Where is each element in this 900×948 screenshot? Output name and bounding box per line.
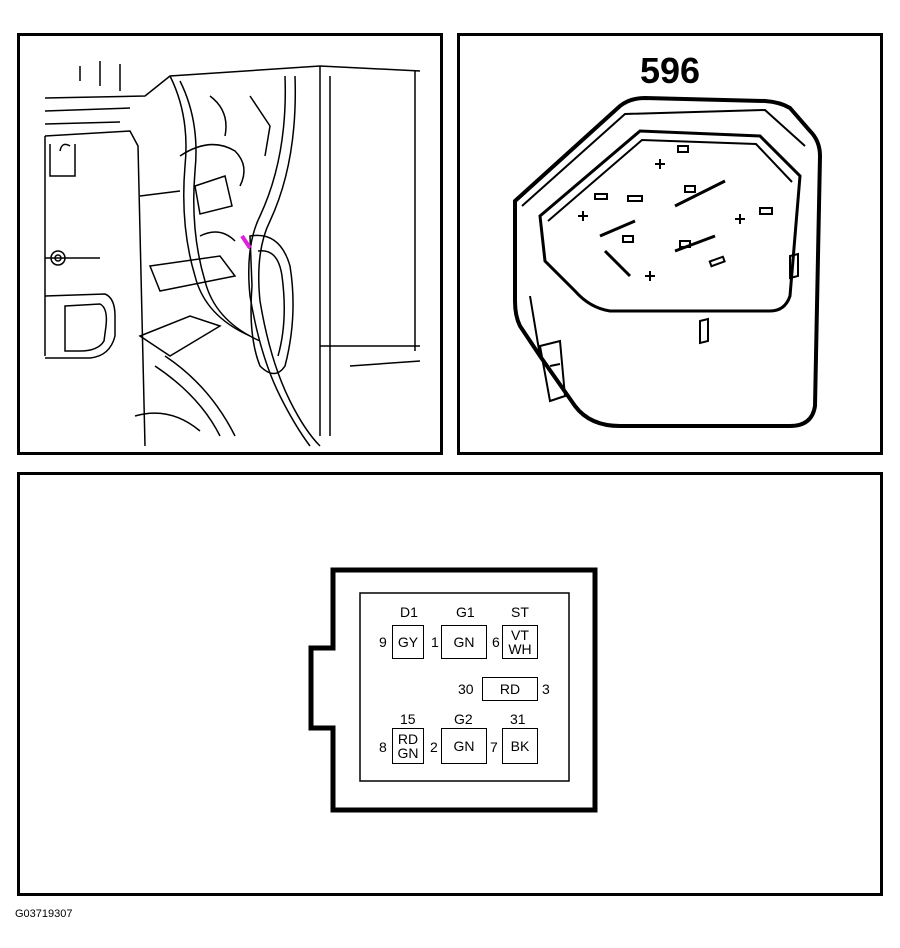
pin-7-number: 7: [490, 739, 498, 755]
connector-pinout-panel: D1 9 GY G1 1 GN ST 6 VT WH 30 RD 3 15 8 …: [17, 472, 883, 896]
pin-6-color-line-1: VT: [511, 627, 529, 643]
pin-8-number: 8: [379, 739, 387, 755]
figure-id: G03719307: [15, 908, 73, 920]
pin-9-circuit-label: D1: [400, 604, 418, 620]
pin-7-wire-color: BK: [502, 728, 538, 764]
pin-8-color-line-2: GN: [397, 745, 419, 761]
engine-bay-illustration-panel: [17, 33, 443, 455]
pin-30-color-line-1: RD: [499, 681, 521, 697]
pin-30-number: 30: [458, 681, 474, 697]
engine-bay-drawing: [44, 61, 421, 447]
pin-8-wire-color: RD GN: [392, 728, 424, 764]
pin-2-circuit-label: G2: [454, 711, 473, 727]
pin-1-number: 1: [431, 634, 439, 650]
pin-6-circuit-label: ST: [511, 604, 529, 620]
relay-number: 596: [639, 50, 701, 91]
pin-30-wire-color: RD: [482, 677, 538, 701]
pin-2-number: 2: [430, 739, 438, 755]
connector-location-highlight: [240, 234, 252, 250]
relay-illustration-panel: 596: [457, 33, 883, 455]
relay-drawing: [513, 95, 823, 428]
pin-6-wire-color: VT WH: [502, 625, 538, 659]
pin-6-number: 6: [492, 634, 500, 650]
pin-3-number: 3: [542, 681, 550, 697]
pin-9-wire-color: GY: [392, 625, 424, 659]
pin-9-number: 9: [379, 634, 387, 650]
pin-7-circuit-label: 31: [510, 711, 526, 727]
pin-6-color-line-2: WH: [508, 641, 532, 657]
pin-1-circuit-label: G1: [456, 604, 475, 620]
pin-1-wire-color: GN: [441, 625, 487, 659]
pin-2-wire-color: GN: [441, 728, 487, 764]
pin-1-color-line-1: GN: [453, 634, 475, 650]
pin-9-color-line-1: GY: [397, 634, 419, 650]
pin-7-color-line-1: BK: [510, 738, 530, 754]
connector-outline: [308, 567, 598, 813]
pin-8-color-line-1: RD: [397, 731, 419, 747]
pin-2-color-line-1: GN: [453, 738, 475, 754]
pin-8-circuit-label: 15: [400, 711, 416, 727]
